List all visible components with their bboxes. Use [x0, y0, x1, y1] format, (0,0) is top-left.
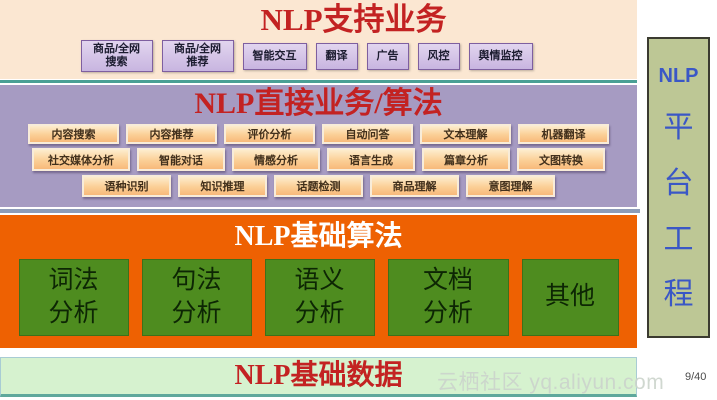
box-text-understanding: 文本理解	[420, 124, 511, 144]
box-others: 其他	[521, 259, 619, 336]
box-discourse-analysis: 篇章分析	[422, 148, 510, 171]
section-nlp-base-data: NLP基础数据	[0, 357, 637, 397]
box-review-analysis: 评价分析	[224, 124, 315, 144]
section-nlp-base-algorithms: NLP基础算法 词法 分析 句法 分析 语义 分析 文档 分析 其他	[0, 215, 637, 348]
box-public-opinion-monitor: 舆情监控	[468, 42, 533, 70]
box-text-image-conversion: 文图转换	[517, 148, 605, 171]
direct-row-3: 语种识别 知识推理 话题检测 商品理解 意图理解	[0, 175, 637, 197]
page-number: 9/40	[685, 371, 707, 383]
box-smart-dialogue: 智能对话	[137, 148, 225, 171]
box-content-search: 内容搜索	[28, 124, 119, 144]
box-smart-interaction: 智能交互	[242, 42, 307, 70]
panel-nlp-platform-engineering: NLP 平 台 工 程	[647, 37, 710, 338]
box-language-generation: 语言生成	[327, 148, 415, 171]
section-nlp-support: NLP支持业务 商品/全网 搜索 商品/全网 推荐 智能交互 翻译 广告 风控 …	[0, 0, 637, 79]
box-auto-qa: 自动问答	[322, 124, 413, 144]
watermark-yunqi-community: 云栖社区 yq.aliyun.com	[437, 371, 665, 394]
base-data-title: NLP基础数据	[234, 360, 403, 391]
platform-char-tai: 台	[663, 166, 694, 200]
separator-slate	[0, 209, 640, 213]
direct-title: NLP直接业务/算法	[194, 87, 443, 120]
box-machine-translation: 机器翻译	[518, 124, 609, 144]
box-knowledge-reasoning: 知识推理	[178, 175, 267, 197]
box-topic-detection: 话题检测	[274, 175, 363, 197]
box-sentiment-analysis: 情感分析	[232, 148, 320, 171]
algo-title: NLP基础算法	[234, 221, 403, 252]
box-social-media-analysis: 社交媒体分析	[32, 148, 130, 171]
box-product-understanding: 商品理解	[370, 175, 459, 197]
platform-char-gong: 工	[663, 222, 694, 256]
box-language-identification: 语种识别	[82, 175, 171, 197]
box-content-recommend: 内容推荐	[126, 124, 217, 144]
box-product-fullweb-search: 商品/全网 搜索	[80, 40, 153, 72]
support-button-row: 商品/全网 搜索 商品/全网 推荐 智能交互 翻译 广告 风控 舆情监控	[0, 40, 637, 72]
box-risk-control: 风控	[417, 42, 460, 70]
platform-char-cheng: 程	[663, 278, 694, 312]
separator-teal	[0, 80, 637, 83]
box-semantic-analysis: 语义 分析	[264, 259, 375, 336]
box-translation: 翻译	[315, 42, 358, 70]
direct-row-2: 社交媒体分析 智能对话 情感分析 语言生成 篇章分析 文图转换	[0, 148, 637, 171]
box-syntactic-analysis: 句法 分析	[141, 259, 252, 336]
support-title: NLP支持业务	[260, 2, 447, 37]
box-product-fullweb-recommend: 商品/全网 推荐	[161, 40, 234, 72]
box-lexical-analysis: 词法 分析	[18, 259, 129, 336]
direct-row-1: 内容搜索 内容推荐 评价分析 自动问答 文本理解 机器翻译	[0, 124, 637, 144]
box-intent-understanding: 意图理解	[466, 175, 555, 197]
box-document-analysis: 文档 分析	[387, 259, 509, 336]
platform-label-nlp: NLP	[658, 64, 699, 87]
section-nlp-direct: NLP直接业务/算法 内容搜索 内容推荐 评价分析 自动问答 文本理解 机器翻译…	[0, 85, 637, 207]
box-advertising: 广告	[366, 42, 409, 70]
algo-box-row: 词法 分析 句法 分析 语义 分析 文档 分析 其他	[0, 259, 637, 336]
platform-char-ping: 平	[663, 111, 694, 145]
